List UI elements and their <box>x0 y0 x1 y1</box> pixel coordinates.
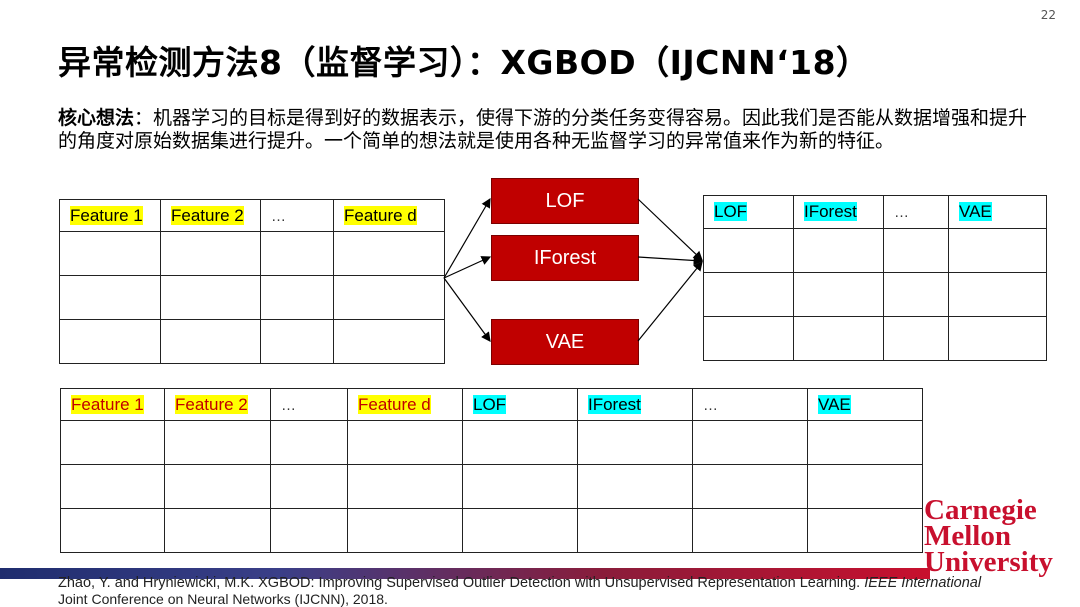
arrow-from-vae <box>637 261 703 342</box>
table-row <box>59 275 445 320</box>
header-ellipsis: … <box>271 207 286 225</box>
input-header-cell: Feature 1 <box>59 199 161 232</box>
model-box-lof: LOF <box>491 178 639 224</box>
table-row <box>60 464 923 509</box>
table-row <box>703 272 1047 317</box>
output-header-cell: LOF <box>703 195 794 229</box>
table-row <box>703 316 1047 361</box>
header-lof: LOF <box>473 394 507 414</box>
header-ellipsis: … <box>703 396 718 414</box>
combined-header-cell: Feature 1 <box>60 388 165 421</box>
combined-header-cell: … <box>270 388 348 421</box>
header-vae: VAE <box>959 202 992 221</box>
table-row <box>59 319 445 364</box>
input-feature-table: Feature 1 Feature 2 … Feature d <box>59 199 445 364</box>
header-feature-2: Feature 2 <box>175 394 248 414</box>
combined-header-cell: … <box>692 388 808 421</box>
header-feature-1: Feature 1 <box>70 205 143 225</box>
combined-header-cell: VAE <box>807 388 923 421</box>
core-idea-label: 核心想法 <box>58 107 135 129</box>
combined-header-cell: Feature d <box>347 388 463 421</box>
output-header-cell: IForest <box>793 195 884 229</box>
header-feature-d: Feature d <box>358 394 431 414</box>
output-header-cell: … <box>883 195 949 229</box>
input-header-cell: Feature d <box>333 199 445 232</box>
header-vae: VAE <box>818 394 851 414</box>
combined-header-cell: IForest <box>577 388 693 421</box>
citation-venue: IEEE International <box>864 575 982 591</box>
header-feature-2: Feature 2 <box>171 205 244 225</box>
model-box-iforest: IForest <box>491 235 639 281</box>
core-idea-text: ：机器学习的目标是得到好的数据表示，使得下游的分类任务变得容易。因此我们是否能从… <box>58 107 1028 152</box>
header-ellipsis: … <box>281 396 296 414</box>
header-feature-1: Feature 1 <box>71 394 144 414</box>
cmu-logo: Carnegie Mellon University <box>924 494 1053 578</box>
slide-title: 异常检测方法8（监督学习）：XGBOD（IJCNN‘18） <box>58 43 870 82</box>
outlier-score-table: LOF IForest … VAE <box>703 195 1047 361</box>
header-ellipsis: … <box>894 204 909 221</box>
arrow-from-lof <box>637 198 703 261</box>
page-number: 22 <box>1040 8 1056 22</box>
arrow-to-iforest <box>443 256 492 279</box>
header-iforest: IForest <box>804 202 857 221</box>
header-iforest: IForest <box>588 394 641 414</box>
logo-line-1: Carnegie <box>924 494 1037 526</box>
logo-line-3: University <box>924 546 1053 578</box>
logo-line-2: Mellon <box>924 520 1011 552</box>
arrow-from-iforest <box>637 255 704 266</box>
table-row <box>59 231 445 276</box>
combined-header-cell: LOF <box>462 388 578 421</box>
citation-main: Zhao, Y. and Hryniewicki, M.K. XGBOD: Im… <box>58 575 865 591</box>
input-header-cell: … <box>260 199 334 232</box>
citation-line-2: Joint Conference on Neural Networks (IJC… <box>58 591 388 607</box>
input-header-cell: Feature 2 <box>160 199 261 232</box>
header-feature-d: Feature d <box>344 205 417 225</box>
table-row <box>60 420 923 465</box>
arrow-to-vae <box>443 277 491 342</box>
combined-header-cell: Feature 2 <box>164 388 271 421</box>
core-idea-paragraph: 核心想法：机器学习的目标是得到好的数据表示，使得下游的分类任务变得容易。因此我们… <box>58 107 1038 153</box>
output-header-cell: VAE <box>948 195 1047 229</box>
model-box-vae: VAE <box>491 319 639 365</box>
header-lof: LOF <box>714 202 748 221</box>
table-row <box>60 508 923 553</box>
combined-feature-table: Feature 1 Feature 2 … Feature d LOF IFor… <box>60 388 923 553</box>
citation-text: Zhao, Y. and Hryniewicki, M.K. XGBOD: Im… <box>58 575 981 591</box>
table-row <box>703 228 1047 273</box>
arrow-to-lof <box>443 197 491 279</box>
footer-gradient-bar <box>0 568 930 579</box>
